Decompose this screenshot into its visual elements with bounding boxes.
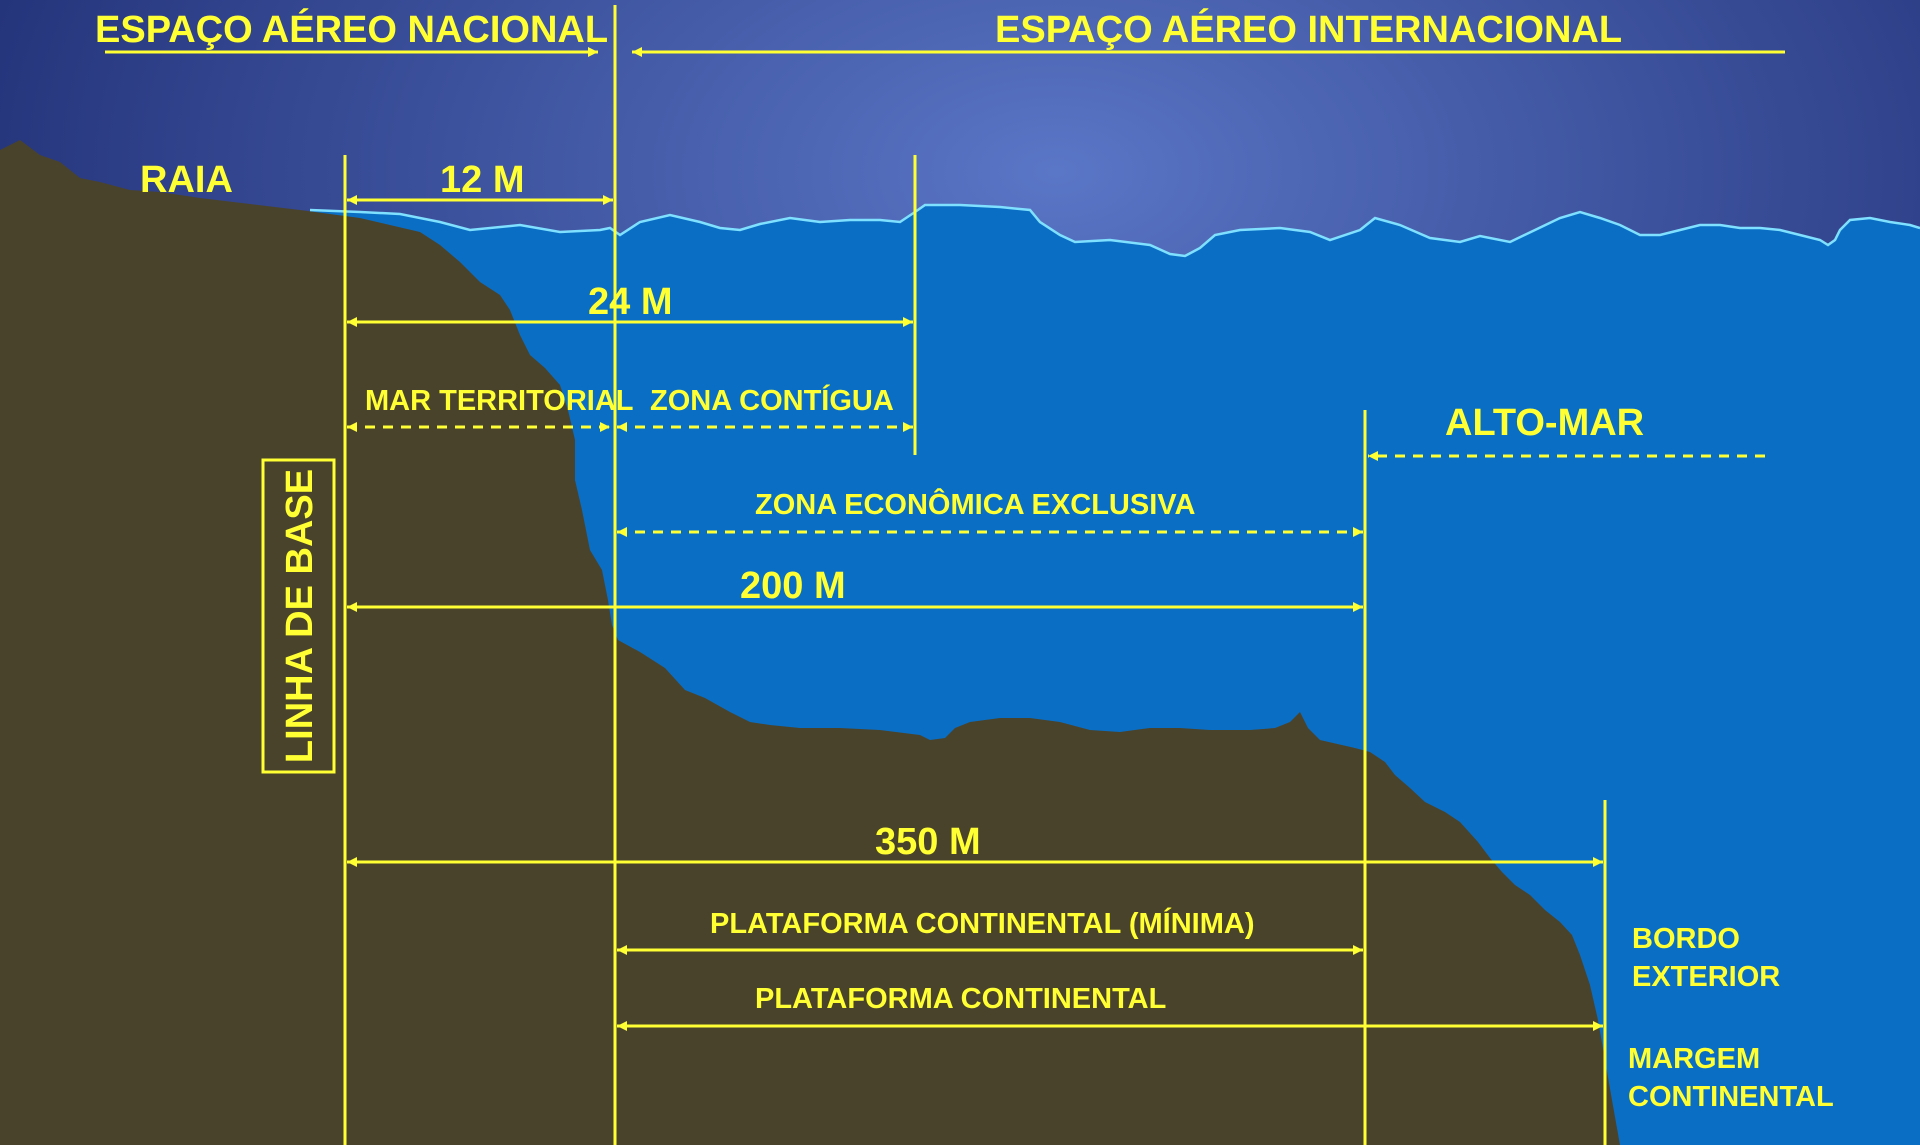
shelf-label: PLATAFORMA CONTINENTAL bbox=[755, 983, 1166, 1015]
outer-edge-label-line1: BORDO bbox=[1632, 923, 1740, 955]
24m-label: 24 M bbox=[588, 281, 672, 323]
outer-edge-label-line2: EXTERIOR bbox=[1632, 961, 1780, 993]
12m-label: 12 M bbox=[440, 159, 524, 201]
contiguous-zone-label: ZONA CONTÍGUA bbox=[650, 383, 894, 417]
shelf-min-label: PLATAFORMA CONTINENTAL (MÍNIMA) bbox=[710, 906, 1254, 940]
national-airspace-label: ESPAÇO AÉREO NACIONAL bbox=[95, 7, 608, 51]
200m-label: 200 M bbox=[740, 565, 846, 607]
land-and-seabed bbox=[0, 140, 1620, 1145]
continental-margin-label-line2: CONTINENTAL bbox=[1628, 1081, 1834, 1113]
raia-label: RAIA bbox=[140, 159, 233, 201]
baseline-label: LINHA DE BASE bbox=[279, 469, 321, 763]
350m-label: 350 M bbox=[875, 821, 981, 863]
territorial-sea-label: MAR TERRITORIAL bbox=[365, 385, 634, 417]
baseline-label-box bbox=[261, 458, 336, 774]
high-seas-label: ALTO-MAR bbox=[1445, 402, 1644, 444]
continental-margin-label-line1: MARGEM bbox=[1628, 1043, 1760, 1075]
eez-label: ZONA ECONÔMICA EXCLUSIVA bbox=[755, 487, 1195, 521]
water-surface-line bbox=[309, 203, 1920, 258]
international-airspace-label: ESPAÇO AÉREO INTERNACIONAL bbox=[995, 7, 1622, 51]
